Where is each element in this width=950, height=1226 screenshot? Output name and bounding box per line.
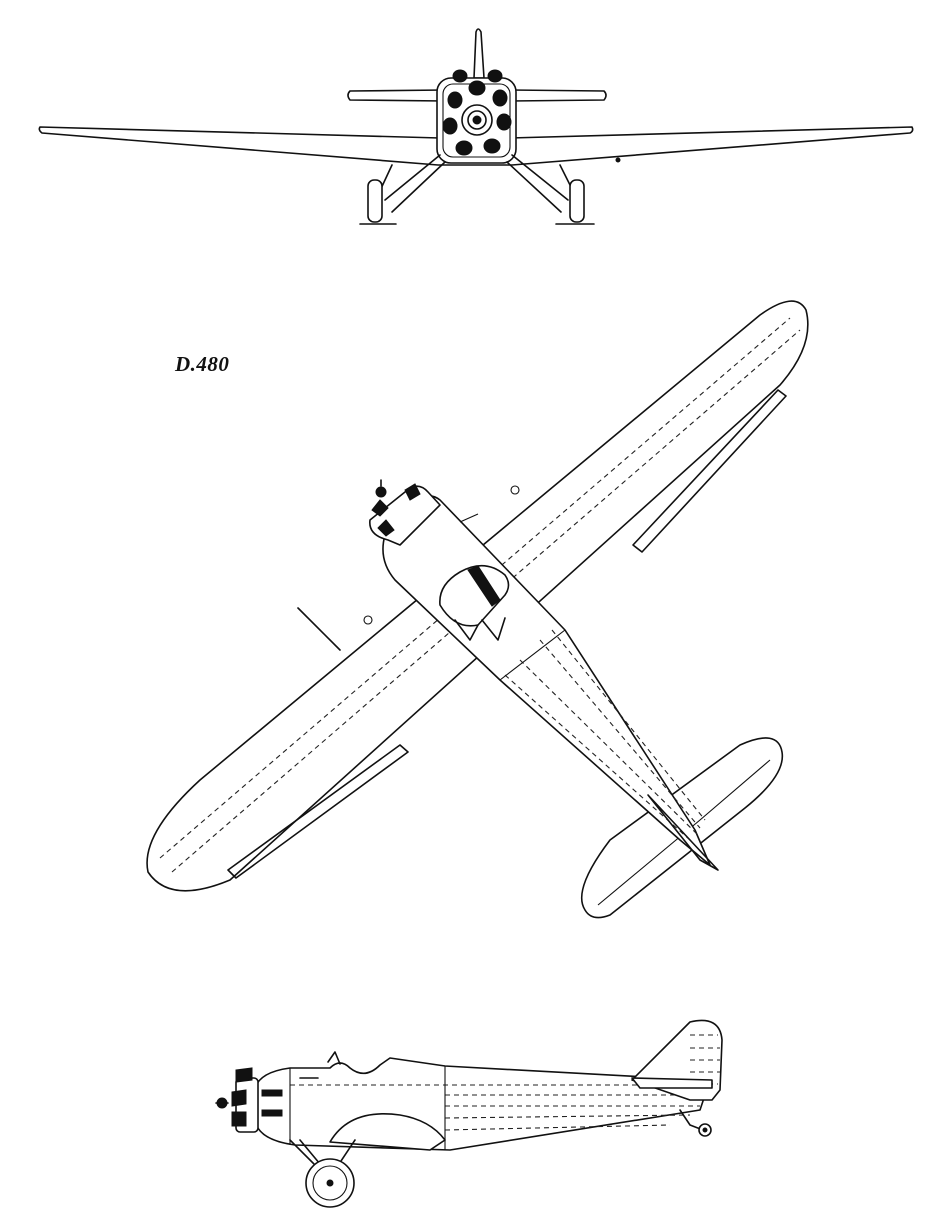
- top-cockpit: [439, 564, 510, 627]
- top-tailplane: [580, 737, 784, 919]
- top-aileron-right: [632, 389, 787, 553]
- model-label: D.480: [175, 352, 230, 376]
- top-view: [146, 300, 809, 919]
- side-landing-gear: [289, 1139, 356, 1208]
- top-wing: [146, 300, 809, 892]
- front-tailplane: [347, 89, 607, 102]
- top-aileron-left: [227, 744, 409, 879]
- front-landing-gear: [359, 154, 595, 225]
- radial-engine: [442, 69, 512, 156]
- front-fin: [473, 28, 485, 79]
- side-fuselage: [254, 1057, 706, 1151]
- side-engine: [215, 1067, 283, 1133]
- front-view: [38, 28, 914, 225]
- side-view: [215, 1019, 723, 1208]
- front-wing: [38, 126, 914, 166]
